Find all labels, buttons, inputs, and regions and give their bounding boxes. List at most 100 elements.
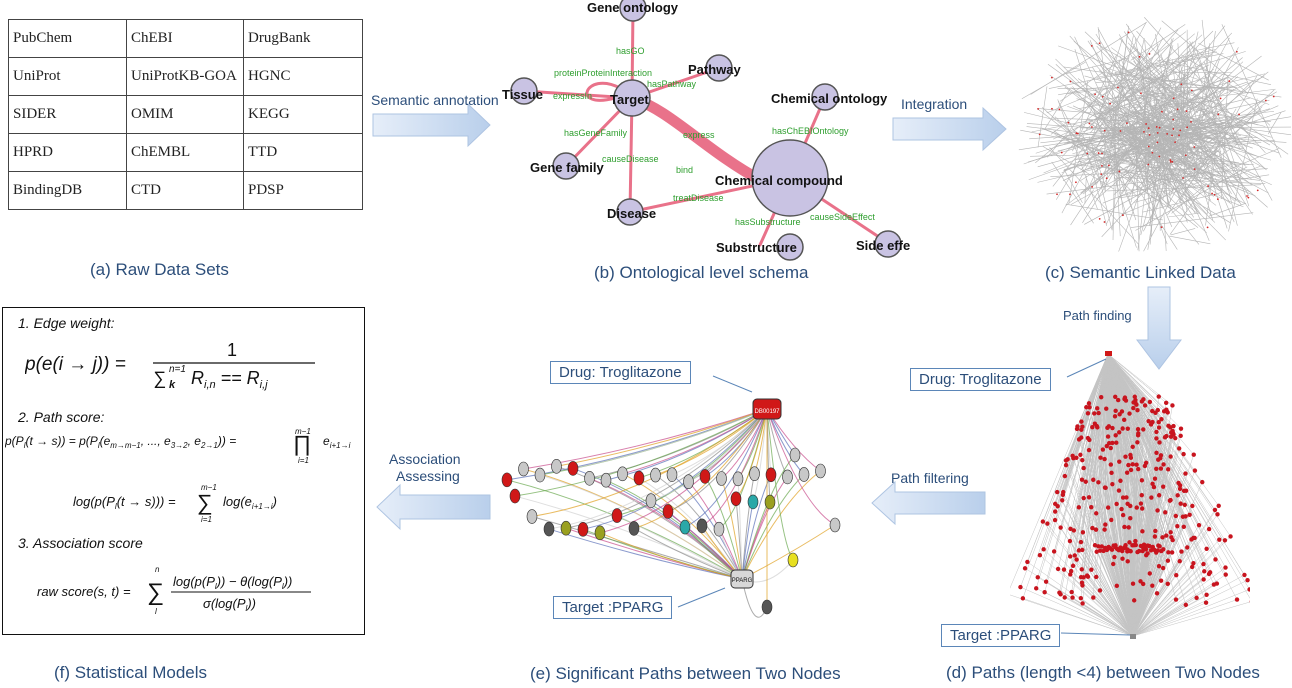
path-edge [1107,353,1157,553]
path-edge [1107,353,1116,548]
path-edge [1081,353,1109,438]
path-node [1140,529,1145,534]
hairball-edge [1080,136,1151,181]
path-node [1245,577,1250,583]
hairball-node [1156,141,1159,144]
sig-path-node [628,521,640,536]
path-node [1177,558,1182,564]
hairball-node [1051,107,1053,110]
formula-log-path-score: log(p(Pl(t → s))) = m−1 ∑ i=1 log(ei+1→i… [73,483,277,524]
path-node [1110,440,1115,446]
sig-path-edge [741,474,805,580]
path-edge [1104,353,1109,548]
hairball-edge [1058,45,1185,92]
path-edge [1107,353,1143,552]
hairball-edge [1070,141,1185,205]
path-node [1187,512,1192,518]
path-node [1069,568,1074,574]
path-node [1099,544,1104,549]
path-node [1168,497,1173,503]
hairball-node [1171,134,1173,137]
sig-path-edge [622,408,768,475]
sig-path-node [534,467,546,483]
hairball-edge [1031,101,1187,133]
path-node [1078,574,1084,580]
path-node [1117,430,1122,435]
path-edge [1107,353,1177,600]
path-node [1081,495,1086,501]
hairball-node [1193,168,1196,171]
sig-path-edge [741,474,772,580]
hairball-edge [1218,105,1289,155]
path-node [1080,458,1085,463]
hairball-node [1056,193,1058,196]
path-node [1201,561,1206,567]
raw-table-cell: OMIM [126,95,244,134]
hairball-edge [1106,129,1175,138]
path-node [1160,565,1166,571]
hairball-node [1075,132,1078,135]
raw-table-cell: HPRD [8,133,127,172]
path-node [1094,549,1099,554]
hairball-edge [1180,79,1228,229]
hairball-edge [1150,132,1287,143]
path-edge [1132,539,1192,637]
path-node [1191,561,1196,566]
sig-path-edge [688,481,743,580]
path-node [1130,462,1135,467]
path-node [1043,579,1049,584]
hairball-node [1148,133,1151,136]
hairball-edge [1130,24,1186,61]
path-node [1127,540,1132,545]
svg-text:σ(log(Pl)): σ(log(Pl)) [203,596,256,613]
path-node [1133,542,1138,548]
arrow-integration [892,106,1007,152]
sig-path-edge [548,408,768,530]
hairball-edge [1055,64,1169,170]
sig-path-node [501,472,513,488]
path-node [1123,543,1128,548]
path-node [1130,444,1135,450]
path-node [1092,543,1098,548]
path-node [1087,405,1092,410]
hairball-node [1147,145,1150,148]
path-node [1170,403,1175,408]
hairball-edge [1140,95,1266,127]
path-node [1118,478,1123,483]
hairball-edge [1047,90,1103,158]
path-node [1201,577,1206,582]
hairball-edge [1144,136,1248,173]
svg-text:i=1: i=1 [201,515,212,524]
sig-path-node [699,469,711,484]
target-label-e: Target :PPARG [553,596,673,619]
hairball-node [1058,108,1061,111]
path-node [1137,548,1142,554]
sig-path-edge [766,408,836,526]
node-chemical-ontology [811,83,839,111]
hairball-edge [1147,115,1216,182]
path-node [1156,419,1161,425]
caption-a: (a) Raw Data Sets [90,260,229,279]
path-node [1133,538,1138,544]
path-node [1105,434,1111,439]
svg-text:Disease: Disease [607,206,656,221]
hairball-edge [1124,77,1161,99]
hairball-node [1121,214,1124,217]
hairball-edge [1057,99,1098,210]
edge-label-causedisease: causeDisease [602,154,659,164]
svg-text:Side effect: Side effect [856,238,910,253]
path-edge [1107,353,1148,546]
path-node [1154,429,1159,435]
hairball-edge [1098,22,1147,114]
hairball-node [1178,134,1180,137]
path-node [1076,505,1082,510]
model-heading-3: 3. Association score [18,535,143,551]
path-node [1099,394,1104,400]
hairball-edge [1208,202,1247,217]
path-node [1147,543,1152,549]
hairball-edge [1186,34,1203,49]
path-edge [1132,559,1216,637]
path-node [1020,596,1026,601]
sig-path-node [683,474,694,489]
sig-path-edge [523,408,768,470]
